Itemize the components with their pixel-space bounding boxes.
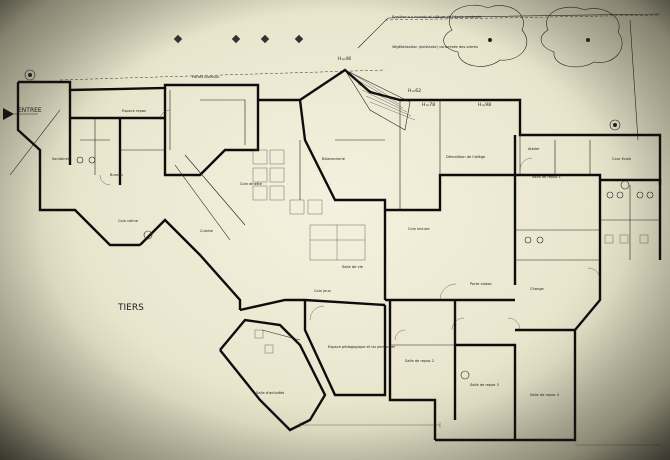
label-salle-activites: Salle d'activités	[256, 391, 284, 395]
label-espace-repas: Espace repas	[122, 109, 146, 113]
label-cour-ecole: Cour école	[612, 157, 632, 161]
label-h98: H=98	[478, 102, 491, 108]
bollards	[173, 34, 304, 44]
label-porte-bureaux: Portes bureaux	[192, 75, 220, 79]
label-salle-repos-4: Salle de repos 4	[530, 393, 560, 397]
label-demolition: Démolition de l'allège	[446, 155, 486, 159]
outer-walls	[16, 68, 662, 442]
label-biberonnerie: Biberonnerie	[322, 157, 346, 161]
label-coin-jeux: Coin jeux	[314, 289, 332, 293]
note-top: Barrière sur murets et clôture de l'écol…	[392, 15, 482, 19]
section-markers	[24, 69, 630, 380]
label-salle-repos-2: Salle de repos 2	[405, 359, 434, 363]
label-salle-repos-1: Salle de repos 1	[532, 175, 561, 179]
label-change: Change	[530, 287, 545, 291]
label-h46: H=46	[338, 56, 351, 62]
label-coin-dinette: Coin dinette	[240, 182, 263, 186]
label-porte-classe: Porte classe	[470, 282, 492, 286]
label-atelier: Atelier	[528, 147, 540, 151]
dimension-lines	[299, 422, 660, 446]
label-tiers: TIERS	[117, 303, 144, 313]
label-h78: H=78	[422, 102, 435, 108]
label-bureau: Bureau	[110, 173, 123, 177]
plan-labels: ENTREE TIERS H=46 H=62 H=78 H=98 Barrièr…	[18, 15, 632, 397]
site-boundary	[9, 13, 661, 176]
label-cuisine: Cuisine	[200, 229, 214, 233]
partitions	[80, 90, 660, 346]
label-espace-pedagogique: Espace pédagogique et du personnel	[328, 345, 395, 349]
tables-grid	[252, 149, 366, 261]
label-entree: ENTREE	[18, 107, 42, 114]
label-sanitaires: Sanitaires	[52, 157, 70, 161]
label-salle-vie: Salle de vie	[342, 265, 364, 269]
note-vegetal: Végétalisation (existante) conservée des…	[392, 45, 478, 49]
label-coin-lecture: Coin lecture	[408, 227, 430, 231]
label-h62: H=62	[408, 88, 421, 94]
label-salle-repos-3: Salle de repos 3	[470, 383, 499, 387]
label-coin-calme: Coin calme	[118, 219, 139, 223]
